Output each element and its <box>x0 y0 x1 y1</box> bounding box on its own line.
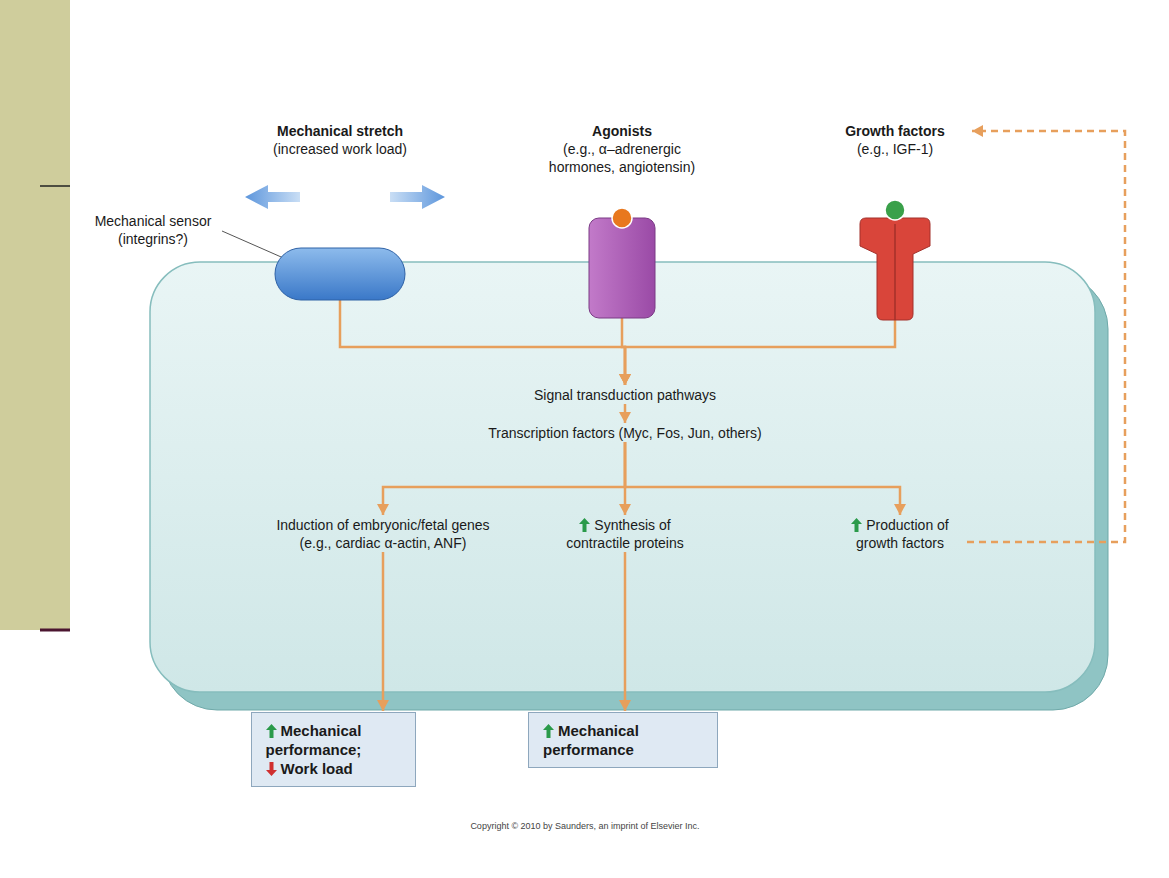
node-text: Mechanical performance; <box>266 722 362 758</box>
process-step: Transcription factors (Myc, Fos, Jun, ot… <box>435 424 815 442</box>
text-line: Signal transduction pathways <box>475 386 775 404</box>
flow-arrow <box>624 404 627 423</box>
flow-arrow <box>383 442 625 515</box>
copyright-note: Copyright © 2010 by Saunders, an imprint… <box>285 821 885 833</box>
text-line: Induction of embryonic/fetal genes (e.g.… <box>276 516 491 552</box>
node-text: Induction of embryonic/fetal genes (e.g.… <box>276 517 489 551</box>
node-text: (increased work load) <box>273 141 407 157</box>
text-line: Work load <box>266 759 401 778</box>
leader-line <box>222 231 288 260</box>
text-line: (e.g., α–adrenergic hormones, angiotensi… <box>536 140 708 176</box>
outcome-box: Mechanical performance; Work load <box>251 712 416 787</box>
flow-arrow <box>382 552 385 711</box>
outcome-box: Mechanical performance <box>528 712 718 768</box>
text-line: Mechanical performance <box>543 721 703 759</box>
text-line: Mechanical performance; <box>266 721 401 759</box>
slide-rule <box>40 185 70 187</box>
increase-arrow <box>579 518 590 532</box>
text-line: Agonists <box>536 122 708 140</box>
text-line: (increased work load) <box>245 140 435 158</box>
process-step: Signal transduction pathways <box>475 386 775 404</box>
slide-rule <box>40 629 70 632</box>
increase-arrow <box>543 724 554 738</box>
increase-arrow <box>266 724 277 738</box>
flow-arrow <box>340 300 625 385</box>
flow-arrow <box>625 442 900 515</box>
text-line: Transcription factors (Myc, Fos, Jun, ot… <box>435 424 815 442</box>
mechanical-sensor: Mechanical stretch (increased work load) <box>245 122 435 300</box>
node-text: Production of growth factors <box>856 517 949 551</box>
cell-body <box>150 262 1095 692</box>
part-label: Mechanical sensor (integrins?) <box>68 212 238 248</box>
node-text: Signal transduction pathways <box>534 387 716 403</box>
feedback-arrow <box>967 131 1125 542</box>
process-step: Induction of embryonic/fetal genes (e.g.… <box>276 516 491 552</box>
growth-factor-receptor: Growth factors (e.g., IGF-1) <box>820 122 970 320</box>
node-heading: Growth factors <box>845 123 945 139</box>
node-text: Mechanical performance <box>543 722 639 758</box>
text-line: Mechanical stretch <box>245 122 435 140</box>
text-line: Synthesis of contractile proteins <box>550 516 700 552</box>
node-heading: Mechanical stretch <box>277 123 403 139</box>
process-step: Production of growth factors <box>835 516 965 552</box>
decrease-arrow <box>266 762 277 776</box>
text-line: (e.g., IGF-1) <box>820 140 970 158</box>
node-heading: Agonists <box>592 123 652 139</box>
text-line: Production of growth factors <box>835 516 965 552</box>
increase-arrow <box>851 518 862 532</box>
flow-arrow <box>624 552 627 711</box>
slide-band <box>0 0 70 630</box>
node-text: (e.g., α–adrenergic hormones, angiotensi… <box>549 141 695 175</box>
process-step: Synthesis of contractile proteins <box>550 516 700 552</box>
agonist-receptor: Agonists (e.g., α–adrenergic hormones, an… <box>536 122 708 318</box>
node-text: (e.g., IGF-1) <box>857 141 933 157</box>
node-text: Transcription factors (Myc, Fos, Jun, ot… <box>488 425 761 441</box>
flow-arrow <box>625 320 895 385</box>
node-text: Work load <box>281 760 353 777</box>
text-line: Growth factors <box>820 122 970 140</box>
